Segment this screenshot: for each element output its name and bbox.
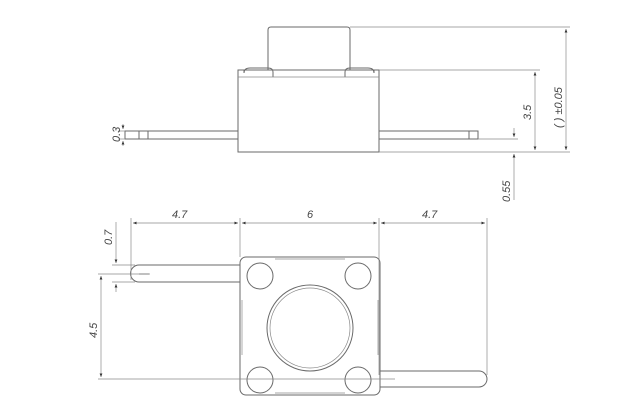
- dim-total-height: ( ) ±0.05: [553, 86, 565, 128]
- dim-lead-thickness: 0.3: [111, 126, 123, 142]
- corner-post: [246, 366, 274, 394]
- dim-lead-width: 0.7: [103, 229, 115, 245]
- dim-body-width: 6: [307, 209, 314, 221]
- switch-body-side: [237, 69, 380, 153]
- plunger-inner: [269, 287, 351, 369]
- corner-post: [246, 262, 274, 290]
- left-lead-side: [124, 130, 238, 140]
- plunger: [267, 26, 351, 70]
- switch-body-top: [239, 256, 381, 396]
- dim-lead-pitch: 4.5: [88, 322, 100, 338]
- corner-post: [344, 366, 372, 394]
- top-view: 4.7 6 4.7 0.7 4.5: [88, 209, 488, 396]
- right-lead-top: [380, 370, 488, 388]
- dim-left-lead-length: 4.7: [172, 209, 188, 221]
- right-bump: [344, 67, 375, 77]
- right-lead-side: [379, 130, 479, 140]
- dim-body-height: 3.5: [522, 104, 534, 120]
- dim-right-lead-length: 4.7: [422, 209, 438, 221]
- side-view: 0.3 3.5 ( ) ±0.05 0.55: [111, 26, 570, 202]
- left-lead-top: [130, 264, 240, 283]
- dim-standoff: 0.55: [501, 180, 513, 202]
- plunger-outer: [266, 284, 354, 372]
- corner-post: [344, 262, 372, 290]
- left-bump: [243, 67, 274, 77]
